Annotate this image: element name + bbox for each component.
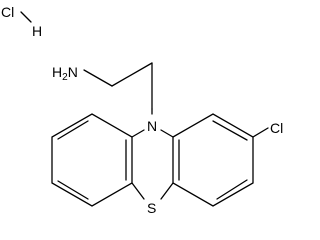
ring-nitrogen-label: N bbox=[147, 118, 157, 134]
right-benzene-ring bbox=[172, 113, 254, 207]
chain-bond-1 bbox=[83, 69, 113, 87]
n-to-right-ring-bond bbox=[160, 129, 174, 138]
left-ring-double-2 bbox=[57, 180, 89, 200]
hcl-hydrogen-label: H bbox=[32, 23, 42, 39]
amine-subscript: 2 bbox=[62, 72, 68, 83]
ring-chlorine-bond bbox=[252, 127, 269, 138]
s-to-right-ring-bond bbox=[160, 182, 174, 200]
hcl-chlorine-label: Cl bbox=[1, 4, 14, 20]
amine-n-label: N bbox=[68, 64, 78, 80]
ring-sulfur-label: S bbox=[147, 200, 156, 216]
amine-label: H2N bbox=[52, 64, 78, 83]
amine-h-label: H bbox=[52, 64, 62, 80]
n-to-left-ring-bond bbox=[131, 129, 145, 138]
ring-chlorine-label: Cl bbox=[270, 120, 283, 136]
right-ring-double-2 bbox=[212, 120, 248, 141]
left-ring-double-3 bbox=[57, 120, 89, 140]
chain-bond-2 bbox=[111, 62, 153, 87]
hcl-bond bbox=[20, 11, 32, 23]
right-ring-double-3 bbox=[216, 179, 248, 200]
left-benzene-ring bbox=[51, 113, 133, 207]
s-to-left-ring-bond bbox=[131, 182, 145, 200]
molecule-structure: Cl H H2N N S Cl bbox=[1, 4, 283, 216]
